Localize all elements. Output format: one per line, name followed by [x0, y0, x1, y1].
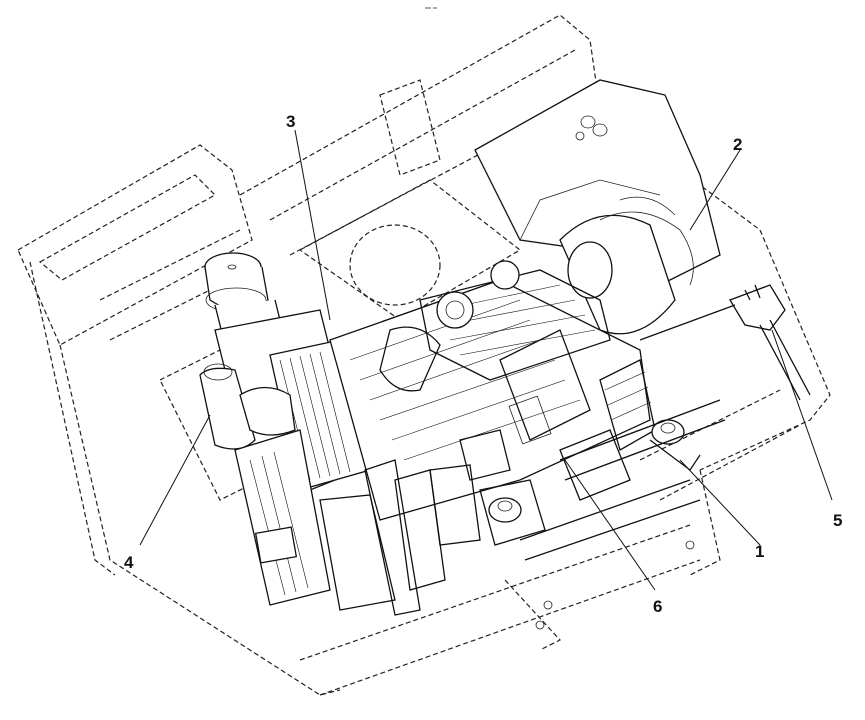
engine-block	[329, 260, 656, 616]
lower-rail	[519, 399, 726, 630]
callout-1: 1	[755, 542, 764, 561]
engine-mount-rear	[479, 479, 546, 546]
right-bracket	[639, 284, 811, 401]
fuel-tank	[474, 79, 721, 291]
intake-duct	[199, 363, 296, 450]
exhaust-muffler	[559, 196, 694, 335]
callout-5: 5	[833, 511, 842, 530]
callout-6: 6	[653, 597, 662, 616]
chassis-frame	[17, 14, 831, 696]
leader-lines	[139, 129, 833, 591]
callout-4: 4	[124, 553, 134, 572]
callout-3: 3	[286, 112, 295, 131]
callout-2: 2	[733, 135, 742, 154]
